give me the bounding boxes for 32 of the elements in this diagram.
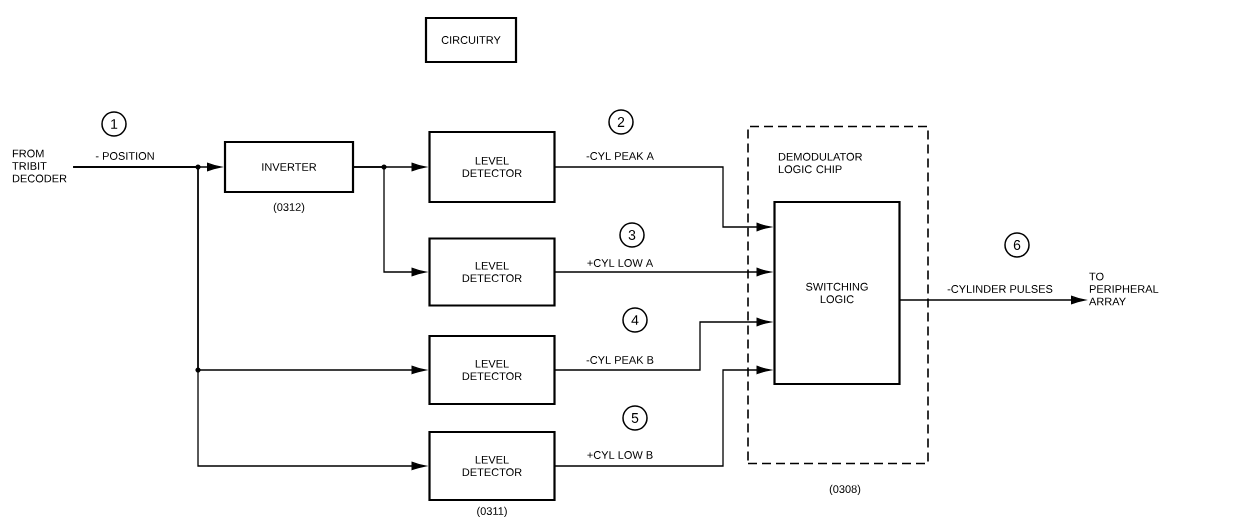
part-number: (0308) (829, 484, 861, 496)
switching-box: SWITCHING LOGIC (773, 200, 901, 386)
arrow (352, 166, 426, 277)
arrow (72, 166, 426, 471)
callout-number: 5 (622, 405, 648, 431)
arrow (898, 295, 1085, 305)
callout-number: 2 (608, 109, 634, 135)
arrow (553, 365, 771, 467)
arrow (553, 166, 771, 232)
source-label: FROM TRIBIT DECODER (12, 149, 67, 183)
callout-number: 6 (1004, 232, 1030, 258)
title-box: CIRCUITRY (424, 16, 518, 64)
arrow (553, 317, 771, 371)
callout-number: 1 (101, 111, 127, 137)
inverter-box: INVERTER (223, 140, 355, 194)
signal-label: - POSITION (94, 151, 156, 161)
detector-box: LEVEL DETECTOR (428, 130, 556, 204)
part-number: (0312) (273, 202, 305, 214)
signal-label: -CYL PEAK B (585, 355, 655, 365)
signal-label: -CYLINDER PULSES (946, 284, 1054, 294)
detector-box: LEVEL DETECTOR (428, 237, 556, 307)
callout-number: 4 (622, 307, 648, 333)
detector-box: LEVEL DETECTOR (428, 334, 556, 406)
callout-number: 3 (619, 222, 645, 248)
chip-heading: DEMODULATOR LOGIC CHIP (778, 152, 863, 174)
detector-box: LEVEL DETECTOR (428, 430, 556, 502)
destination-label: TO PERIPHERAL ARRAY (1089, 272, 1159, 306)
part-number: (0311) (477, 506, 507, 518)
signal-label: +CYL LOW A (585, 258, 655, 268)
signal-label: +CYL LOW B (585, 450, 655, 460)
signal-label: -CYL PEAK A (585, 151, 655, 161)
arrow (553, 267, 771, 277)
